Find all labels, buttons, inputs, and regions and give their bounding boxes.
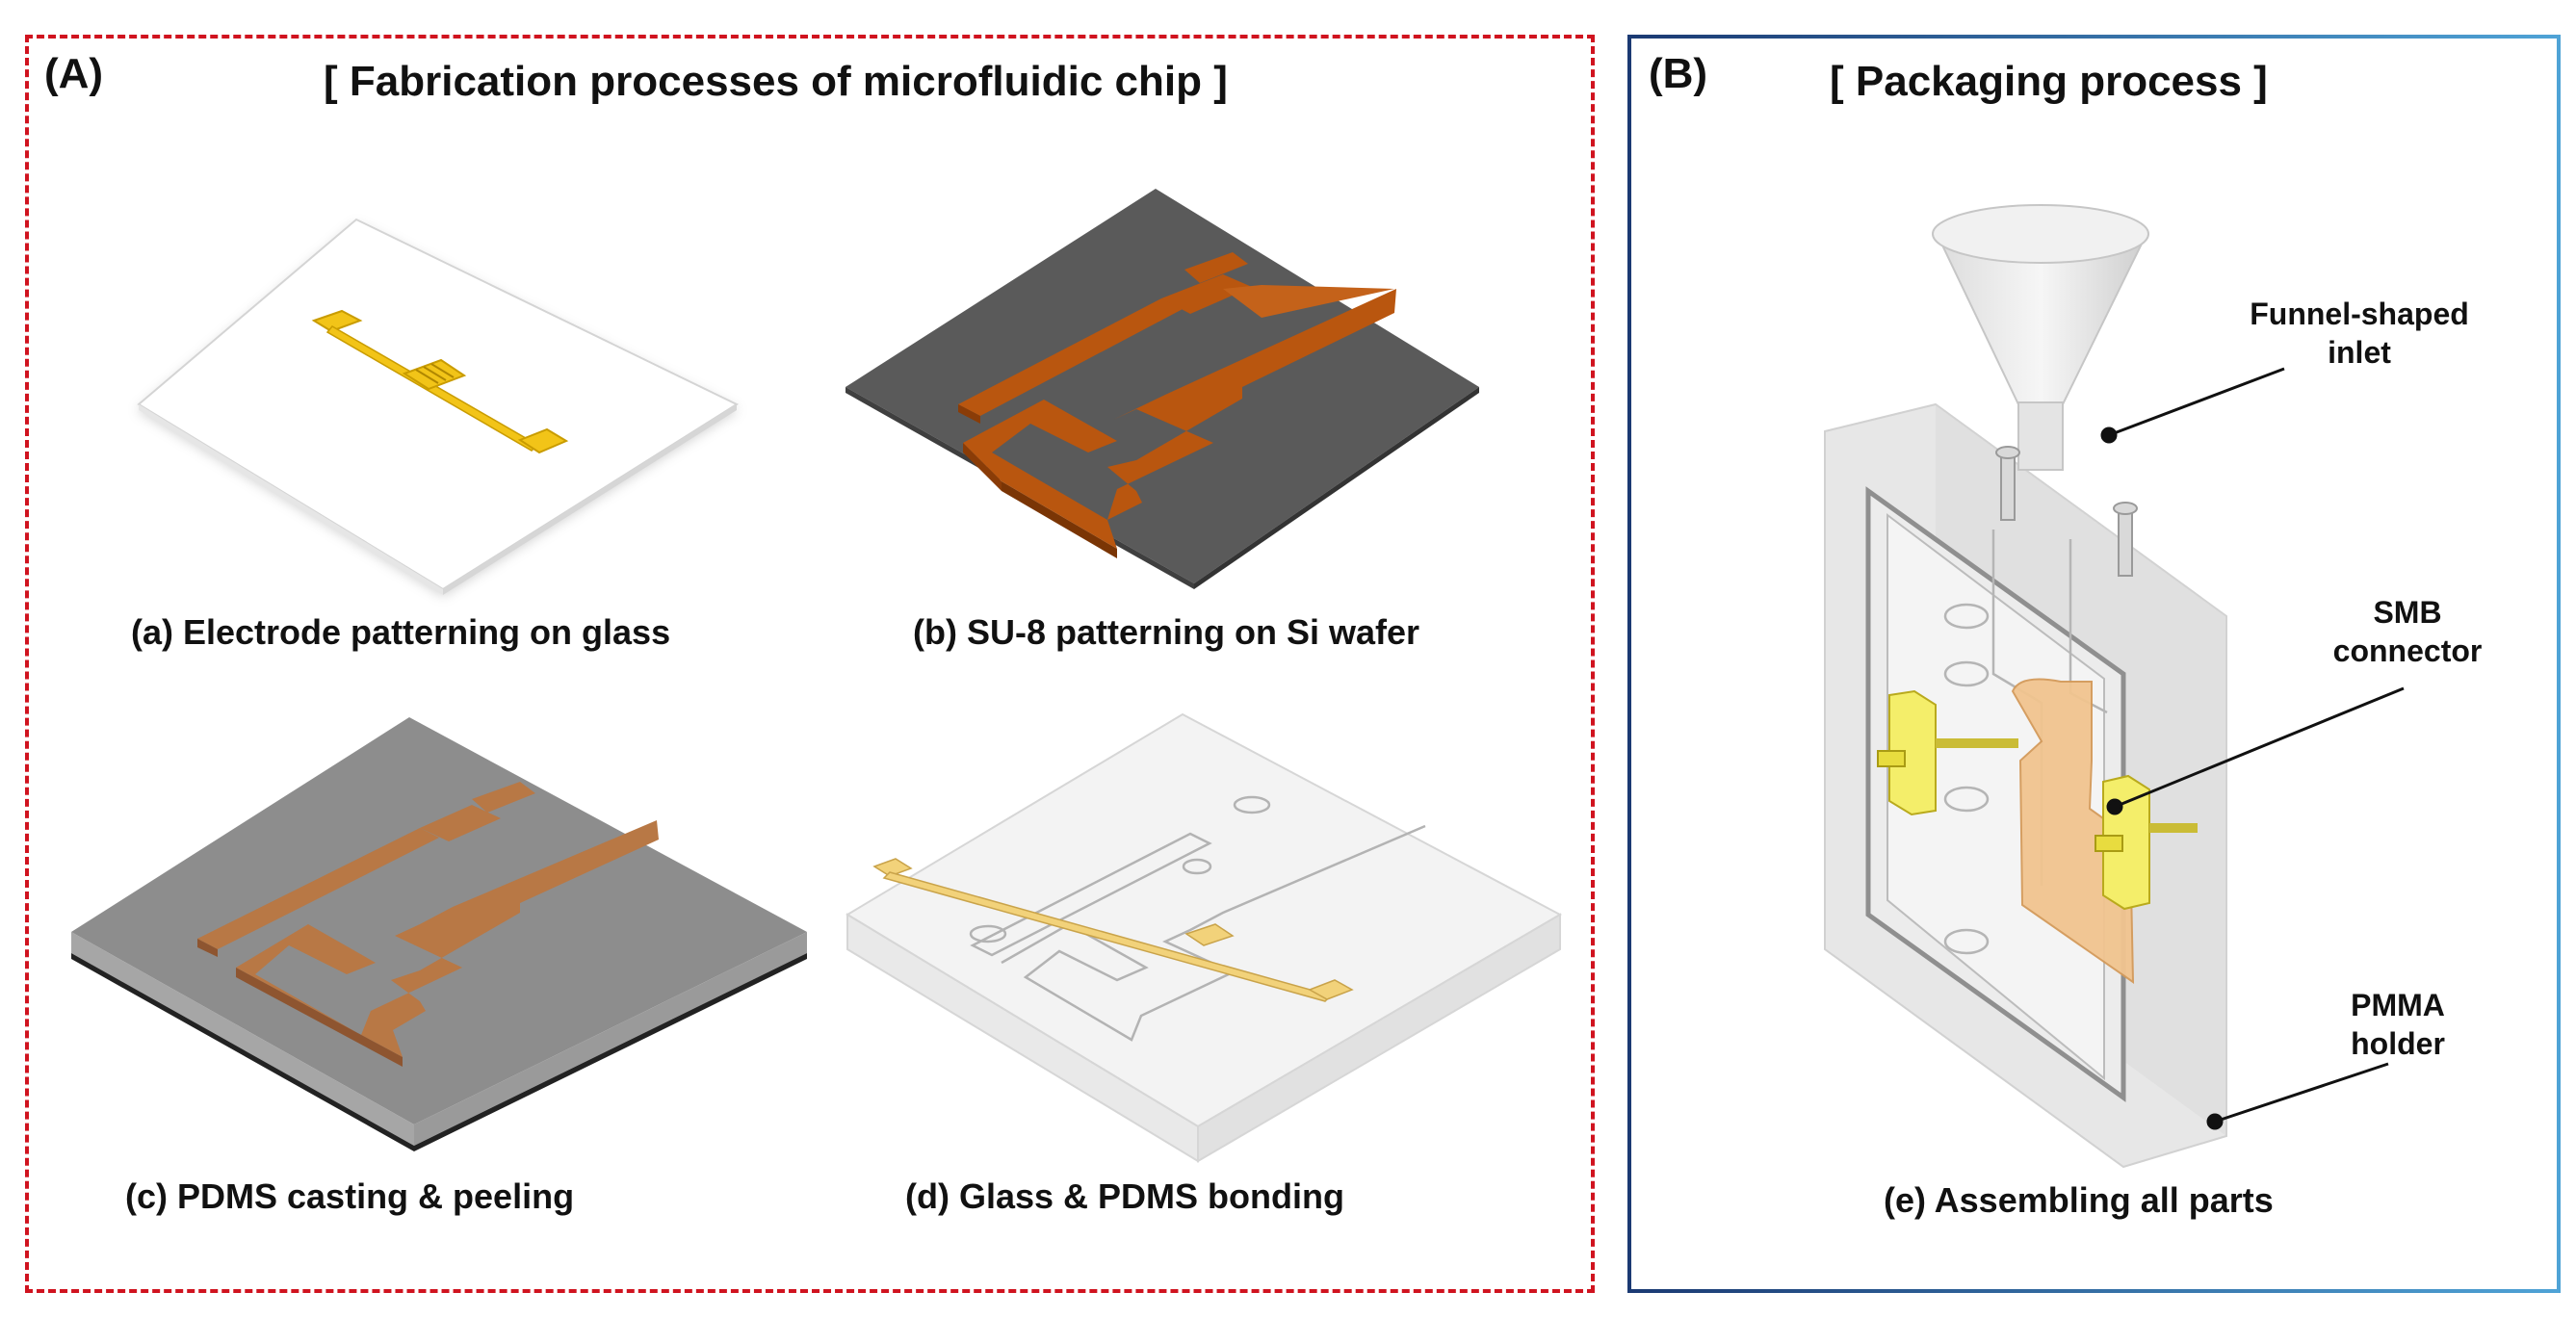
electrode-pattern [311,309,569,454]
step-b-caption: (b) SU-8 patterning on Si wafer [913,612,1420,652]
illustration-su8-on-si-wafer [846,189,1479,589]
inlet-leader-dot [2100,426,2118,444]
smb-callout: SMB connector [2311,593,2504,670]
pmma-callout: PMMA holder [2330,986,2465,1063]
pdms-channel-imprint [197,782,659,1067]
bonded-channel-outline [969,795,1426,1042]
step-d-caption: (d) Glass & PDMS bonding [905,1176,1344,1216]
pdms-chamber [2011,678,2135,984]
pmma-leader-dot [2206,1113,2224,1130]
panel-a-fabrication [25,35,1595,1293]
step-c-caption: (c) PDMS casting & peeling [125,1176,575,1216]
inlet-callout-line2: inlet [2328,335,2391,370]
panel-b-title: [ Packaging process ] [1830,58,2268,105]
panel-b-label: (B) [1649,50,1708,97]
illustration-electrode-on-glass [137,218,740,595]
callout-leaders [2100,367,2405,1130]
panel-a-title: [ Fabrication processes of microfluidic … [324,58,1228,105]
step-a-caption: (a) Electrode patterning on glass [131,612,671,652]
inlet-leader-line [2108,367,2285,437]
illustration-glass-pdms-bonding [846,712,1563,1163]
funnel-inlet [1932,204,2149,471]
pmma-leader-line [2214,1062,2389,1124]
step-e-caption: (e) Assembling all parts [1884,1180,2274,1220]
smb-callout-line1: SMB [2373,595,2442,630]
smb-callout-line2: connector [2332,633,2483,668]
smb-leader-line [2114,686,2405,809]
panel-a-label: (A) [44,50,104,97]
inlet-callout-line1: Funnel-shaped [2250,297,2469,331]
su8-mold-pattern [958,252,1396,558]
smb-connectors [1877,689,2198,911]
bonded-electrode [872,858,1354,1002]
inlet-callout: Funnel-shaped inlet [2244,295,2475,372]
inlet-screws [1995,446,2138,577]
pmma-callout-line2: holder [2351,1026,2445,1061]
illustration-pdms-casting [71,717,807,1151]
illustration-assembly [1824,204,2227,1169]
smb-leader-dot [2106,798,2123,815]
pmma-callout-line1: PMMA [2351,988,2445,1022]
